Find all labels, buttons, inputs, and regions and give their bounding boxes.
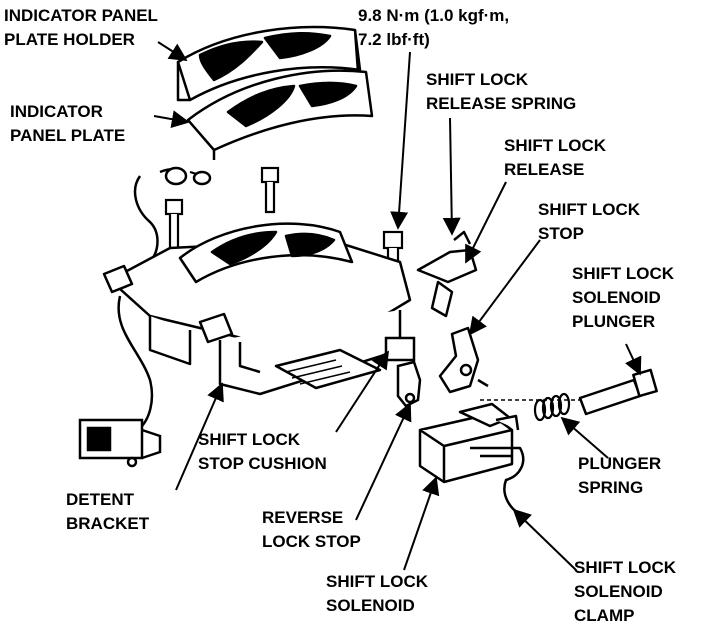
leader-arrows <box>153 41 642 571</box>
plunger-spring-drawing <box>533 392 571 422</box>
indicator-panel-plate-holder-drawing <box>176 25 362 102</box>
label-line: SOLENOID <box>574 582 663 601</box>
label-shift-lock-stop: SHIFT LOCK STOP <box>538 198 640 246</box>
reverse-lock-stop-drawing <box>396 360 422 408</box>
label-detent-bracket: DETENT BRACKET <box>66 488 149 536</box>
label-shift-lock-solenoid: SHIFT LOCK SOLENOID <box>326 570 428 618</box>
shift-lock-stop-drawing <box>438 326 489 394</box>
label-line: SOLENOID <box>326 596 415 615</box>
label-shift-lock-release-spring: SHIFT LOCK RELEASE SPRING <box>426 68 576 116</box>
label-line: SOLENOID <box>572 288 661 307</box>
label-line: 9.8 N·m (1.0 kgf·m, <box>358 6 510 25</box>
label-line: CLAMP <box>574 606 635 625</box>
label-plunger-spring: PLUNGER SPRING <box>578 452 661 500</box>
label-torque-spec: 9.8 N·m (1.0 kgf·m, 7.2 lbf·ft) <box>358 4 509 52</box>
indicator-panel-plate-drawing <box>186 69 374 160</box>
label-line: SPRING <box>578 478 644 497</box>
label-shift-lock-release: SHIFT LOCK RELEASE <box>504 134 606 182</box>
label-shift-lock-solenoid-clamp: SHIFT LOCK SOLENOID CLAMP <box>574 556 676 628</box>
label-line: LOCK STOP <box>262 532 361 551</box>
label-line: SHIFT LOCK <box>198 430 300 449</box>
label-line: SHIFT LOCK <box>574 558 676 577</box>
label-line: BRACKET <box>66 514 150 533</box>
label-line: RELEASE SPRING <box>426 94 577 113</box>
shift-lock-stop-cushion-drawing <box>384 336 416 362</box>
label-indicator-panel-plate: INDICATOR PANEL PLATE <box>10 100 125 148</box>
label-line: SHIFT LOCK <box>538 200 640 219</box>
label-line: PANEL PLATE <box>10 126 126 145</box>
label-line: PLATE HOLDER <box>4 30 135 49</box>
harness-connector-drawing <box>78 166 212 468</box>
label-indicator-panel-plate-holder: INDICATOR PANEL PLATE HOLDER <box>4 4 158 52</box>
shift-lock-solenoid-plunger-drawing <box>480 368 658 416</box>
label-line: PLUNGER <box>578 454 662 473</box>
label-line: REVERSE <box>262 508 344 527</box>
label-line: DETENT <box>66 490 134 509</box>
label-line: RELEASE <box>504 160 585 179</box>
label-line: 7.2 lbf·ft) <box>358 30 430 49</box>
shift-lock-solenoid-drawing <box>418 402 520 484</box>
label-reverse-lock-stop: REVERSE LOCK STOP <box>262 506 361 554</box>
label-line: SHIFT LOCK <box>326 572 428 591</box>
shift-lock-solenoid-clamp-drawing <box>470 446 525 516</box>
label-line: SHIFT LOCK <box>572 264 674 283</box>
label-shift-lock-stop-cushion: SHIFT LOCK STOP CUSHION <box>198 428 327 476</box>
shift-lock-release-drawing <box>416 230 478 318</box>
label-shift-lock-solenoid-plunger: SHIFT LOCK SOLENOID PLUNGER <box>572 262 674 334</box>
label-line: STOP <box>538 224 584 243</box>
label-line: SHIFT LOCK <box>426 70 528 89</box>
label-line: SHIFT LOCK <box>504 136 606 155</box>
label-line: STOP CUSHION <box>198 454 327 473</box>
label-line: INDICATOR <box>10 102 103 121</box>
label-line: INDICATOR PANEL <box>4 6 158 25</box>
label-line: PLUNGER <box>572 312 656 331</box>
detent-bracket-housing-drawing <box>102 222 412 396</box>
